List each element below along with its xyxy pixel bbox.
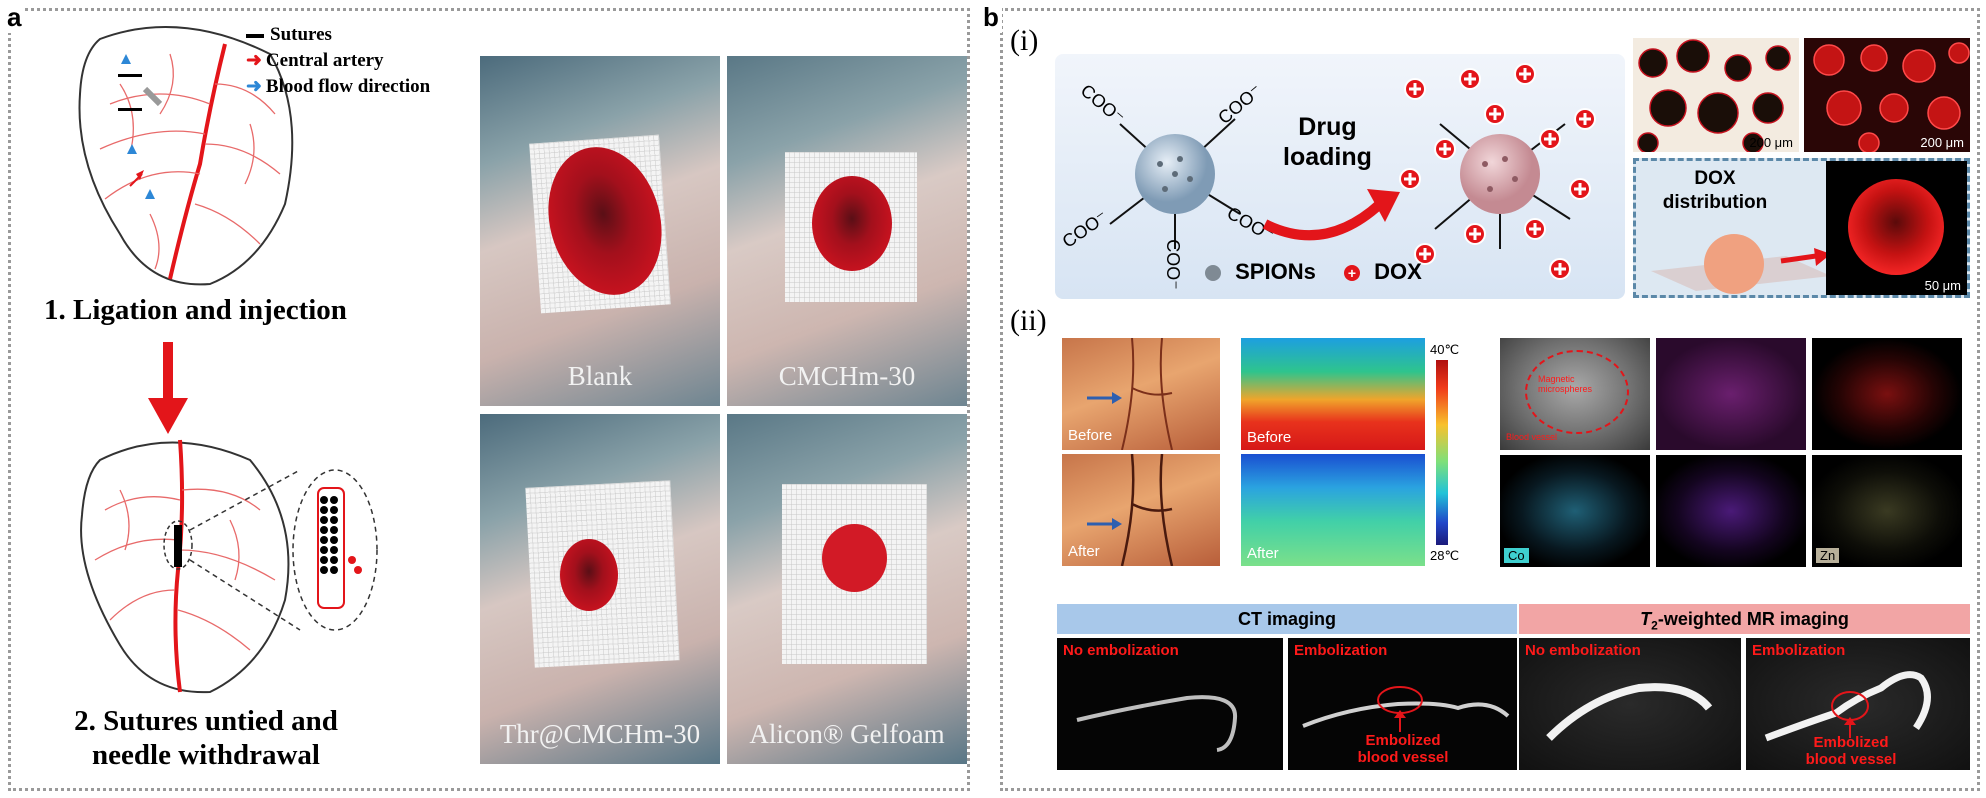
eds-map-zn: Zn	[1812, 455, 1962, 567]
temp-high-label: 40℃	[1430, 342, 1460, 357]
legend: Sutures ➜Central artery ➜Blood flow dire…	[246, 22, 430, 100]
temp-low-label: 28℃	[1430, 548, 1460, 563]
photo-thr-cmchm30: Thr@CMCHm-30	[480, 414, 720, 764]
fluorescent-sphere	[1848, 179, 1944, 275]
ct-no-embolization: No embolization	[1057, 638, 1283, 770]
before-label: Before	[1068, 427, 1113, 444]
sub-ii-label: (ii)	[1010, 304, 1047, 337]
sem-overlay-vessel: Blood vessel	[1506, 432, 1558, 442]
before-label: Before	[1247, 429, 1292, 446]
photo-label: Alicon® Gelfoam	[749, 719, 945, 749]
photo-label: Blank	[567, 361, 633, 391]
down-arrow-icon	[148, 342, 188, 434]
carboxyl-5: COO⁻	[1162, 239, 1183, 290]
after-label: After	[1247, 545, 1279, 562]
legend-sutures: Sutures	[246, 22, 430, 48]
mr-no-embolization: No embolization	[1519, 638, 1741, 770]
vessel-before: Before	[1062, 338, 1220, 450]
no-embolization-label: No embolization	[1525, 642, 1641, 659]
curved-red-arrow-icon	[1262, 189, 1400, 241]
sem-image: Magnetic microspheres Blood vessel	[1500, 338, 1650, 450]
dox-fluorescence-image: 50 μm	[1826, 161, 1967, 295]
after-label: After	[1068, 543, 1100, 560]
legend-blood-flow: ➜Blood flow direction	[246, 76, 431, 97]
mr-embolization: Embolization Embolized blood vessel	[1746, 638, 1970, 770]
blue-arrow-icon: ➜	[246, 76, 262, 97]
sem-outline	[1525, 350, 1629, 434]
mr-header-text: -weighted MR imaging	[1657, 609, 1849, 629]
sub-i-label: (i)	[1010, 24, 1039, 57]
scale-bar-label: 200 μm	[1920, 135, 1964, 150]
drug-loading-scheme: COO⁻ COO⁻ COO⁻ COO⁻ COO⁻ Drug loading	[1055, 54, 1625, 299]
mr-header-t: T	[1640, 609, 1652, 629]
eds-map-co: Co	[1500, 455, 1650, 567]
dox-distribution-label: DOX distribution	[1662, 168, 1768, 213]
thermal-before: Before	[1241, 338, 1425, 450]
drug-loading-label: Drug loading	[1283, 113, 1372, 171]
red-arrow-icon: ➜	[246, 50, 262, 71]
panel-b-frame	[1000, 8, 1980, 791]
step-2-label: 2. Sutures untied and needle withdrawal	[74, 705, 338, 771]
vessel-after: After	[1062, 454, 1220, 566]
element-tag-zn: Zn	[1816, 548, 1840, 563]
scheme-legend: SPIONs + DOX	[1205, 259, 1422, 285]
sphere-slice-icon	[1651, 234, 1831, 294]
step-1-label: 1. Ligation and injection	[44, 294, 347, 326]
photo-label: CMCHm-30	[778, 361, 916, 391]
scale-bar-label: 50 μm	[1924, 278, 1961, 293]
mr-header-sub: 2	[1651, 618, 1658, 633]
panel-a-frame	[8, 8, 970, 791]
blood-stain	[822, 524, 887, 592]
temperature-colorbar	[1436, 360, 1448, 545]
photo-cmchm30: CMCHm-30	[727, 56, 967, 406]
micrograph-brightfield: 200 μm	[1633, 38, 1799, 152]
vessel-trace	[1076, 695, 1238, 752]
embolization-label: Embolization	[1752, 642, 1846, 659]
panel-b-letter: b	[980, 2, 1002, 33]
micrograph-fluorescence: 200 μm	[1804, 38, 1970, 152]
eds-map-violet	[1656, 455, 1806, 567]
vessel-trace	[1302, 686, 1510, 732]
dox-distribution-box: DOX distribution 50 μm	[1633, 158, 1970, 298]
scale-bar-label: 200 μm	[1749, 135, 1793, 150]
embolization-label: Embolization	[1294, 642, 1388, 659]
no-embolization-label: No embolization	[1063, 642, 1179, 659]
spion-legend-icon	[1205, 265, 1221, 282]
ct-header: CT imaging	[1057, 604, 1517, 634]
element-tag-co: Co	[1504, 548, 1529, 563]
embolized-vessel-label: Embolized blood vessel	[1357, 732, 1449, 766]
photo-gelfoam: Alicon® Gelfoam	[727, 414, 967, 764]
embolized-vessel-label: Embolized blood vessel	[1805, 734, 1897, 768]
ct-embolization: Embolization Embolized blood vessel	[1288, 638, 1517, 770]
mr-header: T2-weighted MR imaging	[1519, 604, 1970, 634]
photo-label: Thr@CMCHm-30	[499, 719, 701, 749]
vessel-trace	[1764, 671, 1931, 742]
dox-legend-icon: +	[1343, 265, 1360, 282]
eds-map-fe	[1812, 338, 1962, 450]
panel-a-letter: a	[4, 2, 25, 33]
photo-blank: Blank	[480, 56, 720, 406]
spion-bare	[1109, 118, 1241, 249]
thermal-after: After	[1241, 454, 1425, 566]
blood-stain	[812, 176, 892, 271]
blood-stain	[560, 539, 618, 611]
leaf-diagram-top	[78, 26, 294, 286]
suture-swatch	[246, 33, 264, 38]
vessel-trace	[1546, 683, 1713, 741]
spion-loaded	[1399, 63, 1596, 280]
sem-overlay-microspheres: Magnetic microspheres	[1538, 374, 1593, 394]
legend-central-artery: ➜Central artery	[246, 50, 384, 71]
leaf-diagram-bottom	[80, 439, 378, 694]
eds-map-purple	[1656, 338, 1806, 450]
